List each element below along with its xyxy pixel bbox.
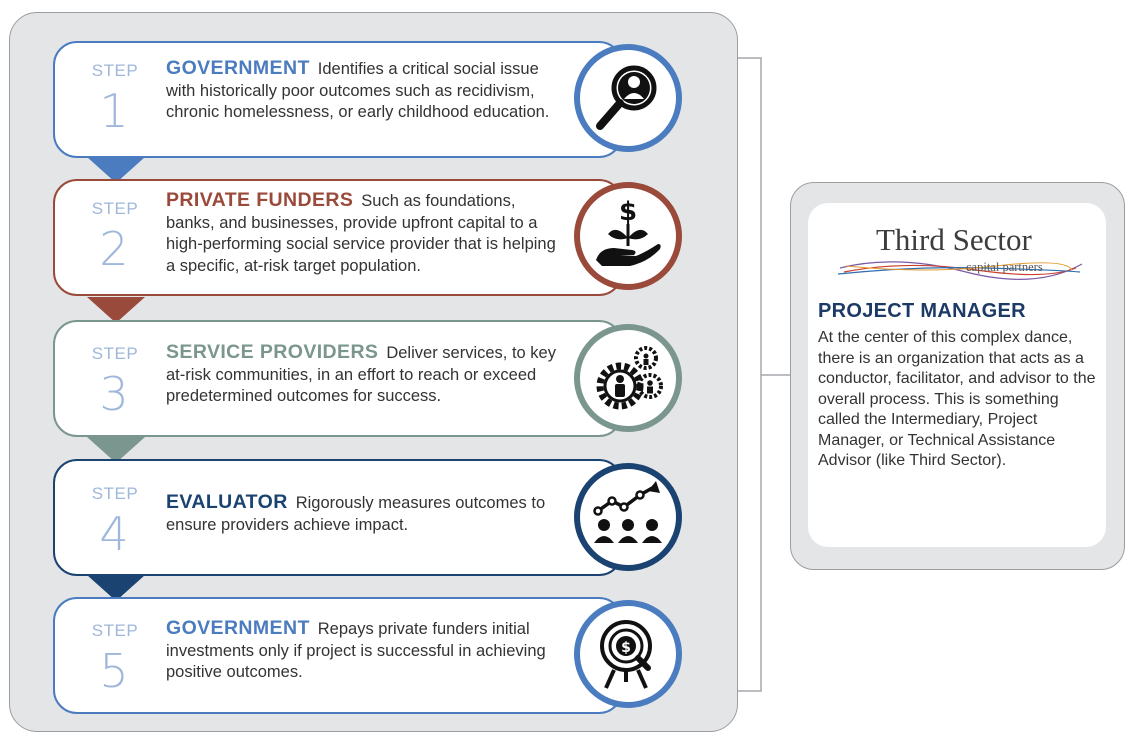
step-heading-3: SERVICE PROVIDERS (166, 341, 379, 363)
third-sector-logo-swoosh-icon (837, 261, 1083, 280)
step-arrow-1 (87, 157, 145, 183)
step-number-2: 2 (99, 222, 129, 276)
step-card-2 (53, 179, 623, 296)
target-money-icon: $ (574, 600, 682, 708)
step-heading-1: GOVERNMENT (166, 57, 310, 79)
logo-subtitle: capital partners (966, 260, 1043, 274)
gears-people-icon (574, 324, 682, 432)
step-description-1: Identifies a critical social issue with … (166, 60, 550, 121)
step-arrow-4 (87, 575, 145, 601)
step-heading-2: PRIVATE FUNDERS (166, 189, 354, 211)
step-label-1: STEP (91, 61, 139, 80)
step-description-3: Deliver services, to key at-risk communi… (166, 344, 556, 405)
step-number-5: 5 (99, 644, 129, 698)
step-description-2: Such as foundations, banks, and business… (166, 192, 556, 275)
step-number-3: 3 (99, 367, 129, 421)
hand-money-plant-icon: $ (574, 182, 682, 290)
step-label-5: STEP (91, 621, 139, 640)
step-card-4 (53, 459, 623, 576)
svg-text:$: $ (619, 197, 637, 227)
step-number-4: 4 (99, 507, 129, 561)
step-card-1 (53, 41, 623, 158)
step-heading-4: EVALUATOR (166, 491, 288, 513)
bracket-connector (738, 57, 792, 692)
project-manager-title: PROJECT MANAGER (818, 300, 1026, 322)
growth-chart-people-icon (574, 463, 682, 571)
project-manager-description: At the center of this complex dance, the… (818, 329, 1096, 469)
step-label-4: STEP (91, 484, 139, 503)
magnifier-person-icon (574, 44, 682, 152)
step-label-3: STEP (91, 344, 139, 363)
step-card-3 (53, 320, 623, 437)
step-label-2: STEP (91, 199, 139, 218)
svg-text:$: $ (621, 640, 631, 656)
step-heading-5: GOVERNMENT (166, 617, 310, 639)
step-description-4: Rigorously measures outcomes to ensure p… (166, 494, 546, 534)
step-description-5: Repays private funders initial investmen… (166, 620, 546, 681)
project-manager-card (808, 203, 1106, 547)
step-number-1: 1 (99, 84, 129, 138)
logo-name: Third Sector (876, 222, 1032, 257)
step-card-5 (53, 597, 623, 714)
step-arrow-3 (87, 437, 145, 463)
step-arrow-2 (87, 297, 145, 323)
